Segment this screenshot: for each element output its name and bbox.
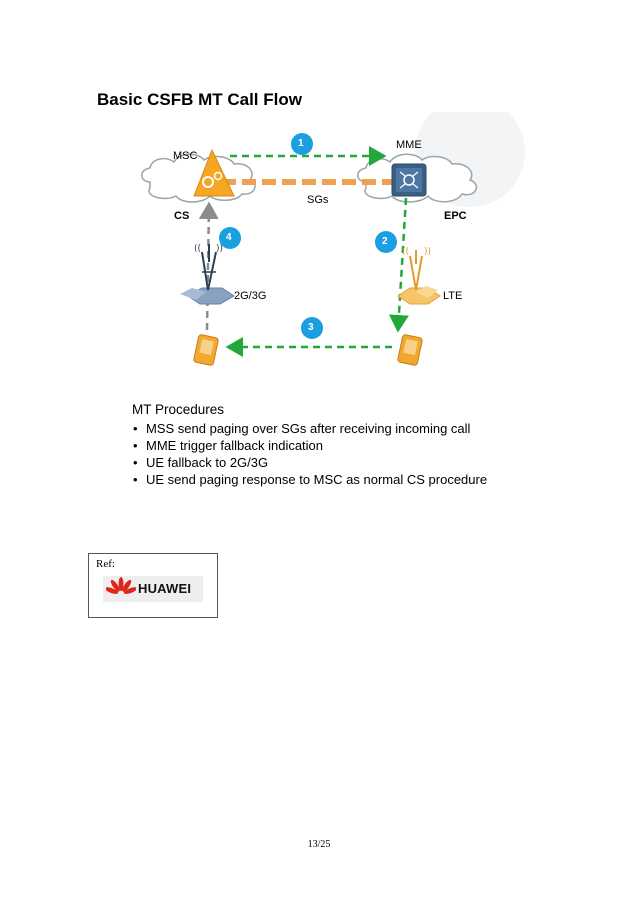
step-2-number: 2 (382, 236, 388, 247)
huawei-logo: HUAWEI (103, 576, 203, 602)
step-3-circle (301, 317, 323, 339)
csfb-call-flow-diagram: (( )) (( )) 1 2 3 4 (130, 112, 530, 390)
epc-label: EPC (444, 210, 467, 222)
tower-lte-icon: (( )) (397, 247, 441, 305)
procedure-item: UE fallback to 2G/3G (132, 454, 487, 471)
svg-text:)): )) (424, 247, 431, 257)
tower-2g3g-icon: (( )) (180, 244, 235, 305)
procedures-list: MSS send paging over SGs after receiving… (132, 420, 487, 488)
mme-label: MME (396, 139, 422, 151)
step-1-circle (291, 133, 313, 155)
ran-2g3g-label: 2G/3G (234, 290, 267, 302)
mt-procedures: MT Procedures MSS send paging over SGs a… (132, 402, 487, 488)
step-2-circle (375, 231, 397, 253)
mme-icon (391, 163, 427, 197)
svg-text:((: (( (402, 247, 409, 257)
ue-2g3g-phone-icon (193, 334, 219, 366)
procedure-item: MSS send paging over SGs after receiving… (132, 420, 487, 437)
procedure-item: MME trigger fallback indication (132, 437, 487, 454)
cs-label: CS (174, 210, 190, 222)
step-2-arrow (388, 197, 409, 333)
step-4-arrow (198, 201, 219, 331)
reference-box: Ref: HUAWEI (88, 553, 218, 618)
msc-label: MSC (173, 150, 198, 162)
page-number: 13/25 (307, 839, 331, 850)
procedure-item: UE send paging response to MSC as normal… (132, 471, 487, 488)
ue-lte-phone-icon (397, 334, 423, 366)
step-1-number: 1 (298, 138, 304, 149)
procedures-heading: MT Procedures (132, 402, 225, 417)
step-4-number: 4 (226, 232, 232, 243)
huawei-flower-icon (106, 577, 136, 594)
diagram-graphics: (( )) (( )) (141, 112, 525, 366)
huawei-logo-text: HUAWEI (138, 581, 192, 596)
step-3-number: 3 (308, 322, 314, 333)
svg-text:)): )) (216, 244, 223, 254)
reference-label: Ref: (96, 558, 115, 570)
sgs-label: SGs (307, 194, 329, 206)
svg-text:((: (( (194, 244, 201, 254)
page-title: Basic CSFB MT Call Flow (97, 90, 302, 109)
msc-icon (193, 148, 235, 197)
lte-label: LTE (443, 290, 463, 302)
step-4-circle (219, 227, 241, 249)
